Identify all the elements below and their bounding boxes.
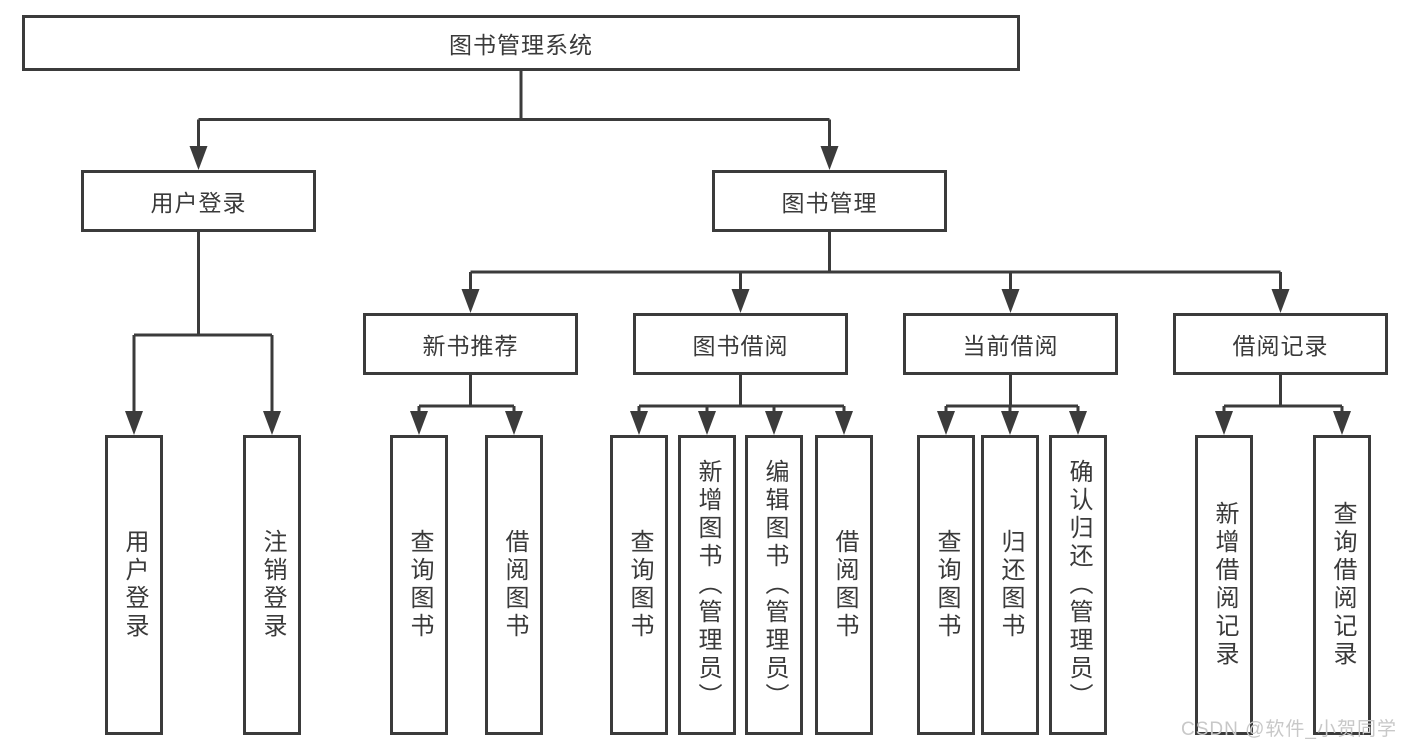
node-label: 归还图书 xyxy=(997,529,1024,641)
node-label: 借阅图书 xyxy=(501,529,528,641)
node-label: 新书推荐 xyxy=(422,333,519,359)
node-current-borrowing: 当前借阅 xyxy=(903,313,1118,375)
leaf-return-books: 归还图书 xyxy=(981,435,1039,735)
connector-borrowing-records-to-leaves xyxy=(1222,375,1344,417)
leaf-user-login: 用户登录 xyxy=(105,435,163,735)
node-book-borrowing: 图书借阅 xyxy=(633,313,848,375)
node-label: 当前借阅 xyxy=(962,333,1059,359)
node-new-book-recommend: 新书推荐 xyxy=(363,313,578,375)
node-borrowing-records: 借阅记录 xyxy=(1173,313,1388,375)
leaf-add-book-admin: 新增图书（管理员） xyxy=(678,435,736,735)
leaf-query-books-borrowing: 查询图书 xyxy=(610,435,668,735)
leaf-borrow-books-recommend: 借阅图书 xyxy=(485,435,543,735)
node-label: 用户登录 xyxy=(121,529,148,641)
node-label: 确认归还（管理员） xyxy=(1065,459,1092,711)
leaf-query-books-recommend: 查询图书 xyxy=(390,435,448,735)
node-label: 借阅图书 xyxy=(831,529,858,641)
arrowheads-leaves xyxy=(125,411,1351,435)
leaf-edit-book-admin: 编辑图书（管理员） xyxy=(745,435,803,735)
connector-new-book-recommend-to-leaves xyxy=(417,375,516,417)
arrowheads-level2 xyxy=(189,146,839,170)
node-label: 用户登录 xyxy=(150,190,247,216)
arrowheads-level3 xyxy=(461,289,1290,313)
node-label: 查询借阅记录 xyxy=(1329,501,1356,669)
node-book-management: 图书管理 xyxy=(712,170,947,232)
node-label: 图书管理系统 xyxy=(449,32,593,58)
node-label: 编辑图书（管理员） xyxy=(761,459,788,711)
connector-current-borrowing-to-leaves xyxy=(944,375,1080,417)
leaf-confirm-return-admin: 确认归还（管理员） xyxy=(1049,435,1107,735)
node-label: 查询图书 xyxy=(406,529,433,641)
node-label: 图书借阅 xyxy=(692,333,789,359)
connector-book-management-to-level3 xyxy=(469,232,1282,295)
node-label: 图书管理 xyxy=(781,190,878,216)
node-root-library-system: 图书管理系统 xyxy=(22,15,1020,71)
node-label: 查询图书 xyxy=(626,529,653,641)
leaf-logout: 注销登录 xyxy=(243,435,301,735)
connector-root-to-level2 xyxy=(197,70,831,152)
node-label: 注销登录 xyxy=(259,529,286,641)
node-label: 借阅记录 xyxy=(1232,333,1329,359)
connector-user-login-to-leaves xyxy=(132,232,274,417)
leaf-query-books-current: 查询图书 xyxy=(917,435,975,735)
node-user-login: 用户登录 xyxy=(81,170,316,232)
leaf-add-borrow-record: 新增借阅记录 xyxy=(1195,435,1253,735)
node-label: 查询图书 xyxy=(933,529,960,641)
connector-book-borrowing-to-leaves xyxy=(637,375,846,417)
leaf-query-borrow-record: 查询借阅记录 xyxy=(1313,435,1371,735)
leaf-borrow-books-borrowing: 借阅图书 xyxy=(815,435,873,735)
csdn-watermark: CSDN @软件_小贺同学 xyxy=(1181,719,1397,740)
node-label: 新增图书（管理员） xyxy=(694,459,721,711)
node-label: 新增借阅记录 xyxy=(1211,501,1238,669)
